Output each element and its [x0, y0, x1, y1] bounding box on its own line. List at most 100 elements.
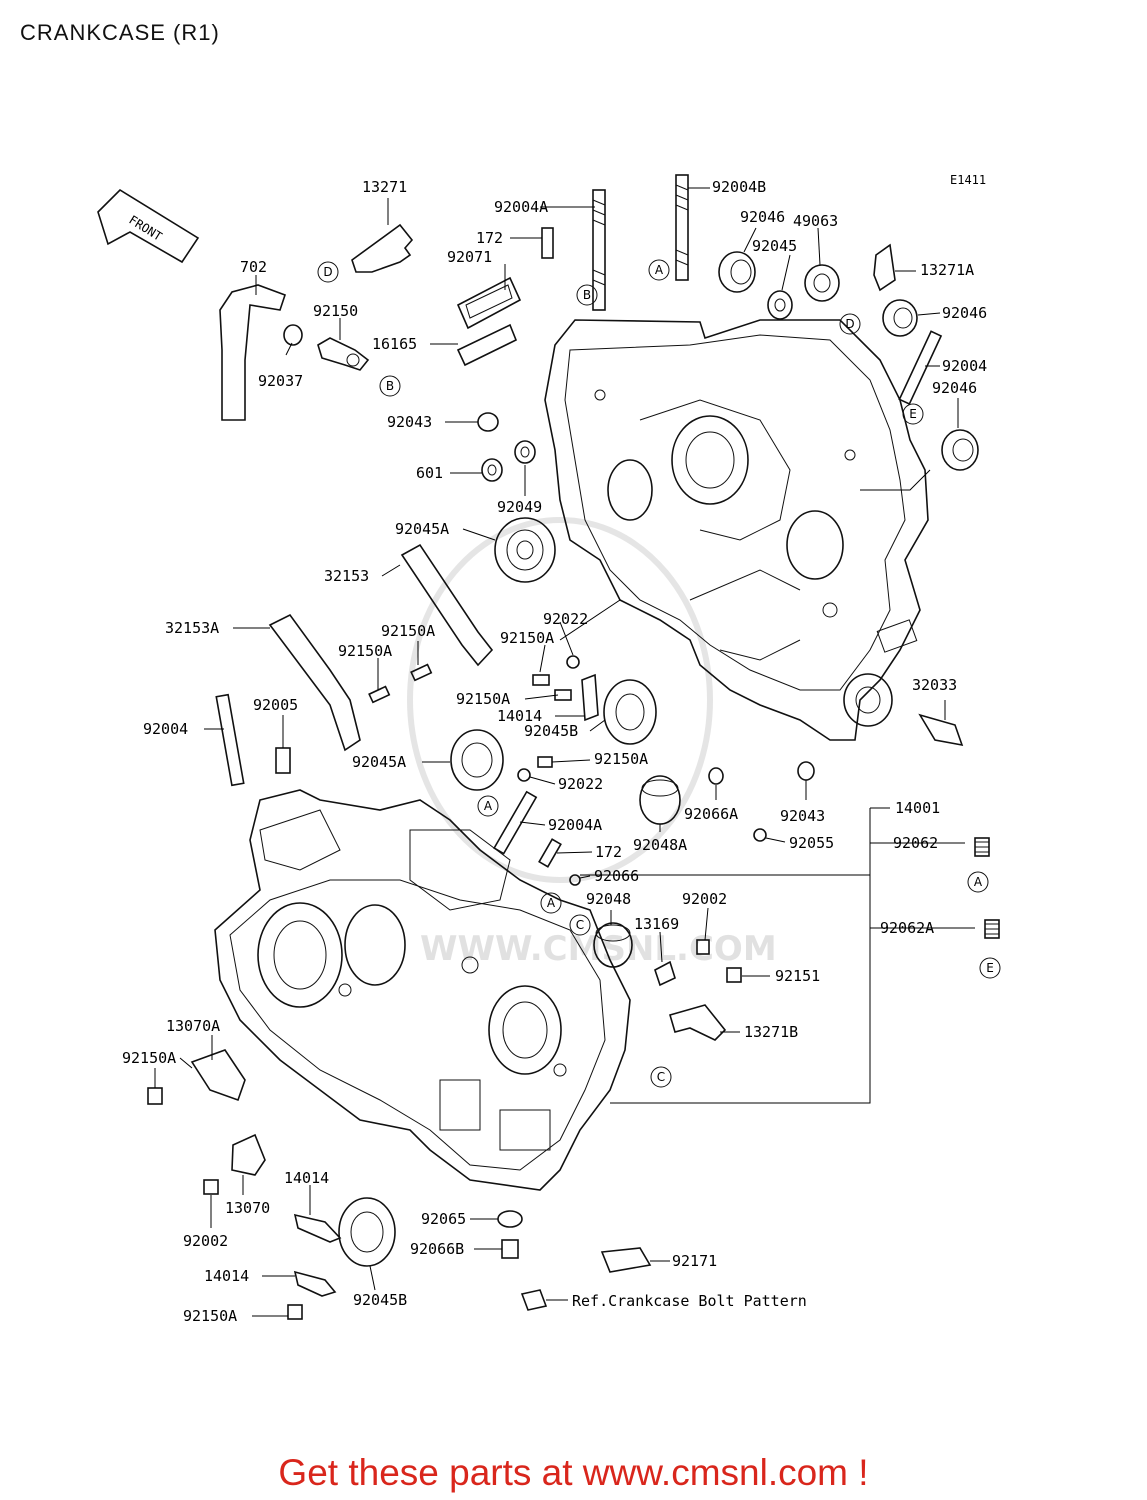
- callout-C-2: C: [650, 1066, 672, 1088]
- bearing-92046-right-icon: [941, 429, 979, 471]
- label-92066: 92066: [594, 867, 639, 885]
- washer-92022-a-icon: [566, 655, 580, 669]
- leader-lines: [154, 187, 975, 1317]
- upper-crankcase-half: [544, 319, 929, 741]
- stud-172-mid-icon: [538, 838, 562, 868]
- label-16165: 16165: [372, 335, 417, 353]
- front-label: FRONT: [126, 213, 164, 244]
- stud-92004-left-icon: [215, 693, 245, 787]
- label-172-top: 172: [476, 229, 503, 247]
- svg-text:C: C: [576, 918, 584, 932]
- label-92150A-e: 92150A: [594, 750, 648, 768]
- label-92150: 92150: [313, 302, 358, 320]
- gasket-16165-icon: [456, 323, 518, 367]
- label-92071: 92071: [447, 248, 492, 266]
- callout-D-2: D: [839, 313, 861, 335]
- label-92002-b: 92002: [183, 1232, 228, 1250]
- label-92004A-mid: 92004A: [548, 816, 602, 834]
- plate-14014-c-icon: [293, 1270, 337, 1297]
- label-92037: 92037: [258, 372, 303, 390]
- oring-92055-icon: [753, 828, 767, 842]
- bolt-92150A-g-icon: [287, 1304, 303, 1320]
- label-92004A-top: 92004A: [494, 198, 548, 216]
- svg-text:D: D: [845, 317, 854, 331]
- label-92045: 92045: [752, 237, 797, 255]
- clamp-13169-icon: [654, 960, 676, 987]
- label-92150A-b: 92150A: [338, 642, 392, 660]
- label-92150A-c: 92150A: [500, 629, 554, 647]
- bearing-92045B-top-icon: [603, 679, 657, 745]
- label-92005: 92005: [253, 696, 298, 714]
- bolt-92150A-e-icon: [537, 756, 553, 768]
- bolt-ref-pattern-icon: [520, 1289, 548, 1311]
- dowel-92043-left-icon: [477, 412, 499, 432]
- plate-14014-a-icon: [581, 673, 599, 722]
- callout-E-2: E: [979, 957, 1001, 979]
- stud-92004A-mid-icon: [493, 790, 538, 855]
- label-92045A-low: 92045A: [352, 753, 406, 771]
- stud-92004A-top-icon: [592, 189, 606, 311]
- bushing-92048A-icon: [639, 775, 681, 825]
- label-32153A: 32153A: [165, 619, 219, 637]
- callout-A-1: A: [648, 259, 670, 281]
- label-92150A-a: 92150A: [381, 622, 435, 640]
- label-92045A-top: 92045A: [395, 520, 449, 538]
- part-labels: 13271 702 92150 92037 92004A 92004B 172 …: [122, 178, 987, 1325]
- bearing-92045A-top-icon: [494, 517, 556, 583]
- label-601: 601: [416, 464, 443, 482]
- label-92049: 92049: [497, 498, 542, 516]
- label-92062: 92062: [893, 834, 938, 852]
- label-92022-a: 92022: [543, 610, 588, 628]
- callout-B-1: B: [379, 375, 401, 397]
- bearing-92046-top-icon: [718, 251, 756, 293]
- diagram-code: E1411: [950, 173, 986, 187]
- washer-92065-icon: [497, 1210, 523, 1228]
- label-32153: 32153: [324, 567, 369, 585]
- label-92150A-d: 92150A: [456, 690, 510, 708]
- svg-text:A: A: [547, 896, 556, 910]
- label-92065: 92065: [421, 1210, 466, 1228]
- label-92055: 92055: [789, 834, 834, 852]
- label-13070A: 13070A: [166, 1017, 220, 1035]
- watermark-text: WWW.CMSNL.COM: [420, 929, 777, 969]
- dowel-92043-right-icon: [797, 761, 815, 781]
- spring-92062-icon: [974, 837, 990, 857]
- callout-A-4: A: [967, 871, 989, 893]
- label-92062A: 92062A: [880, 919, 934, 937]
- label-92151: 92151: [775, 967, 820, 985]
- callout-D-1: D: [317, 261, 339, 283]
- label-92004-left: 92004: [143, 720, 188, 738]
- stud-92004B-icon: [675, 174, 689, 281]
- label-14001: 14001: [895, 799, 940, 817]
- plug-32033-icon: [918, 713, 964, 747]
- callout-A-3: A: [540, 892, 562, 914]
- callout-circles: D B B A D E A A C A E C: [317, 259, 1001, 1088]
- svg-text:D: D: [323, 265, 332, 279]
- svg-text:C: C: [657, 1070, 665, 1084]
- footer-link[interactable]: Get these parts at www.cmsnl.com !: [278, 1452, 869, 1493]
- label-92004B: 92004B: [712, 178, 766, 196]
- label-14014-b: 14014: [284, 1169, 329, 1187]
- reference-note: Ref.Crankcase Bolt Pattern: [572, 1292, 807, 1310]
- callout-A-2: A: [477, 795, 499, 817]
- bracket-13271-icon: [351, 223, 414, 273]
- seal-92045-icon: [767, 290, 793, 320]
- label-49063: 49063: [793, 212, 838, 230]
- dowel-92066A-icon: [708, 767, 724, 785]
- bearing-92045B-low-icon: [338, 1197, 396, 1267]
- watermark: WWW.CMSNL.COM: [407, 517, 777, 969]
- bolt-92150A-f-icon: [147, 1087, 163, 1105]
- dowel-92066-icon: [569, 874, 581, 886]
- oil-pipe-32153-icon: [400, 543, 494, 667]
- label-92043-right: 92043: [780, 807, 825, 825]
- svg-text:A: A: [484, 799, 493, 813]
- plate-14014-b-icon: [293, 1213, 342, 1243]
- label-92150A-f: 92150A: [122, 1049, 176, 1067]
- label-13271A: 13271A: [920, 261, 974, 279]
- sensor-92150-icon: [317, 337, 370, 371]
- bushing-92048-icon: [593, 922, 633, 968]
- label-92046-mid: 92046: [942, 304, 987, 322]
- plug-92066B-icon: [501, 1239, 519, 1259]
- stud-172-top-icon: [541, 227, 554, 259]
